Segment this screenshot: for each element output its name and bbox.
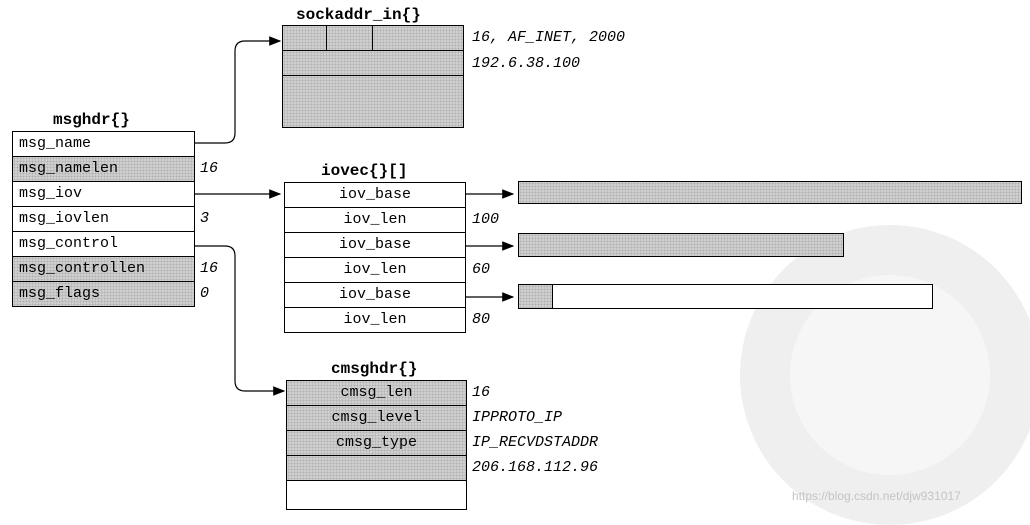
iov-buffer-3	[518, 284, 933, 309]
sockaddr-in-title: sockaddr_in{}	[296, 6, 421, 24]
iovec-field-iov-base: iov_base	[284, 232, 466, 258]
arrow-msg-control	[195, 245, 286, 396]
iovec-field-iov-len: iov_len	[284, 307, 466, 333]
iov-buffer-3-filled	[519, 285, 554, 308]
msghdr-field-msg-controllen: msg_controllen	[12, 256, 195, 282]
cmsghdr-title: cmsghdr{}	[331, 360, 418, 378]
cmsghdr-field-cmsg-level-value: IPPROTO_IP	[472, 409, 563, 426]
msghdr-field-msg-control: msg_control	[12, 231, 195, 257]
sockaddr-in-row-2	[282, 50, 464, 76]
watermark-url: https://blog.csdn.net/djw931017	[792, 489, 961, 503]
iovec-value-iov-len: 80	[472, 311, 491, 328]
cmsghdr-data	[286, 455, 467, 481]
sockaddr-in-zero	[282, 75, 464, 128]
iov-buffer-2-filled	[519, 234, 843, 256]
iov-buffer-1	[518, 181, 1022, 204]
arrow-msg-name	[195, 36, 282, 144]
msghdr-title: msghdr{}	[53, 111, 130, 129]
iovec-value-iov-len: 100	[472, 211, 500, 228]
msghdr-value-msg-namelen: 16	[200, 160, 219, 177]
iov-buffer-1-filled	[519, 182, 1021, 203]
cmsghdr-field-cmsg-type-value: IP_RECVDSTADDR	[472, 434, 599, 451]
cmsghdr-data-value: 206.168.112.96	[472, 459, 599, 476]
sockaddr-in-divider	[372, 25, 373, 51]
iovec-field-iov-base: iov_base	[284, 182, 466, 208]
cmsghdr-field-cmsg-len-value: 16	[472, 384, 491, 401]
sockaddr-in-value-2: 192.6.38.100	[472, 55, 581, 72]
iovec-value-iov-len: 60	[472, 261, 491, 278]
msghdr-value-msg-iovlen: 3	[200, 210, 210, 227]
msghdr-field-msg-name: msg_name	[12, 131, 195, 157]
msghdr-field-msg-flags: msg_flags	[12, 281, 195, 307]
iovec-field-iov-base: iov_base	[284, 282, 466, 308]
msghdr-field-msg-namelen: msg_namelen	[12, 156, 195, 182]
sockaddr-in-row-1	[282, 25, 464, 51]
cmsghdr-field-cmsg-type: cmsg_type	[286, 430, 467, 456]
iovec-field-iov-len: iov_len	[284, 257, 466, 283]
msghdr-value-msg-controllen: 16	[200, 260, 219, 277]
iovec-title: iovec{}[]	[321, 162, 408, 180]
cmsghdr-padding	[286, 480, 467, 510]
cmsghdr-field-cmsg-level: cmsg_level	[286, 405, 467, 431]
msghdr-field-msg-iovlen: msg_iovlen	[12, 206, 195, 232]
iovec-field-iov-len: iov_len	[284, 207, 466, 233]
sockaddr-in-divider	[326, 25, 327, 51]
sockaddr-in-value-1: 16, AF_INET, 2000	[472, 29, 626, 46]
msghdr-value-msg-flags: 0	[200, 285, 210, 302]
iov-buffer-2	[518, 233, 844, 257]
cmsghdr-field-cmsg-len: cmsg_len	[286, 380, 467, 406]
msghdr-field-msg-iov: msg_iov	[12, 181, 195, 207]
